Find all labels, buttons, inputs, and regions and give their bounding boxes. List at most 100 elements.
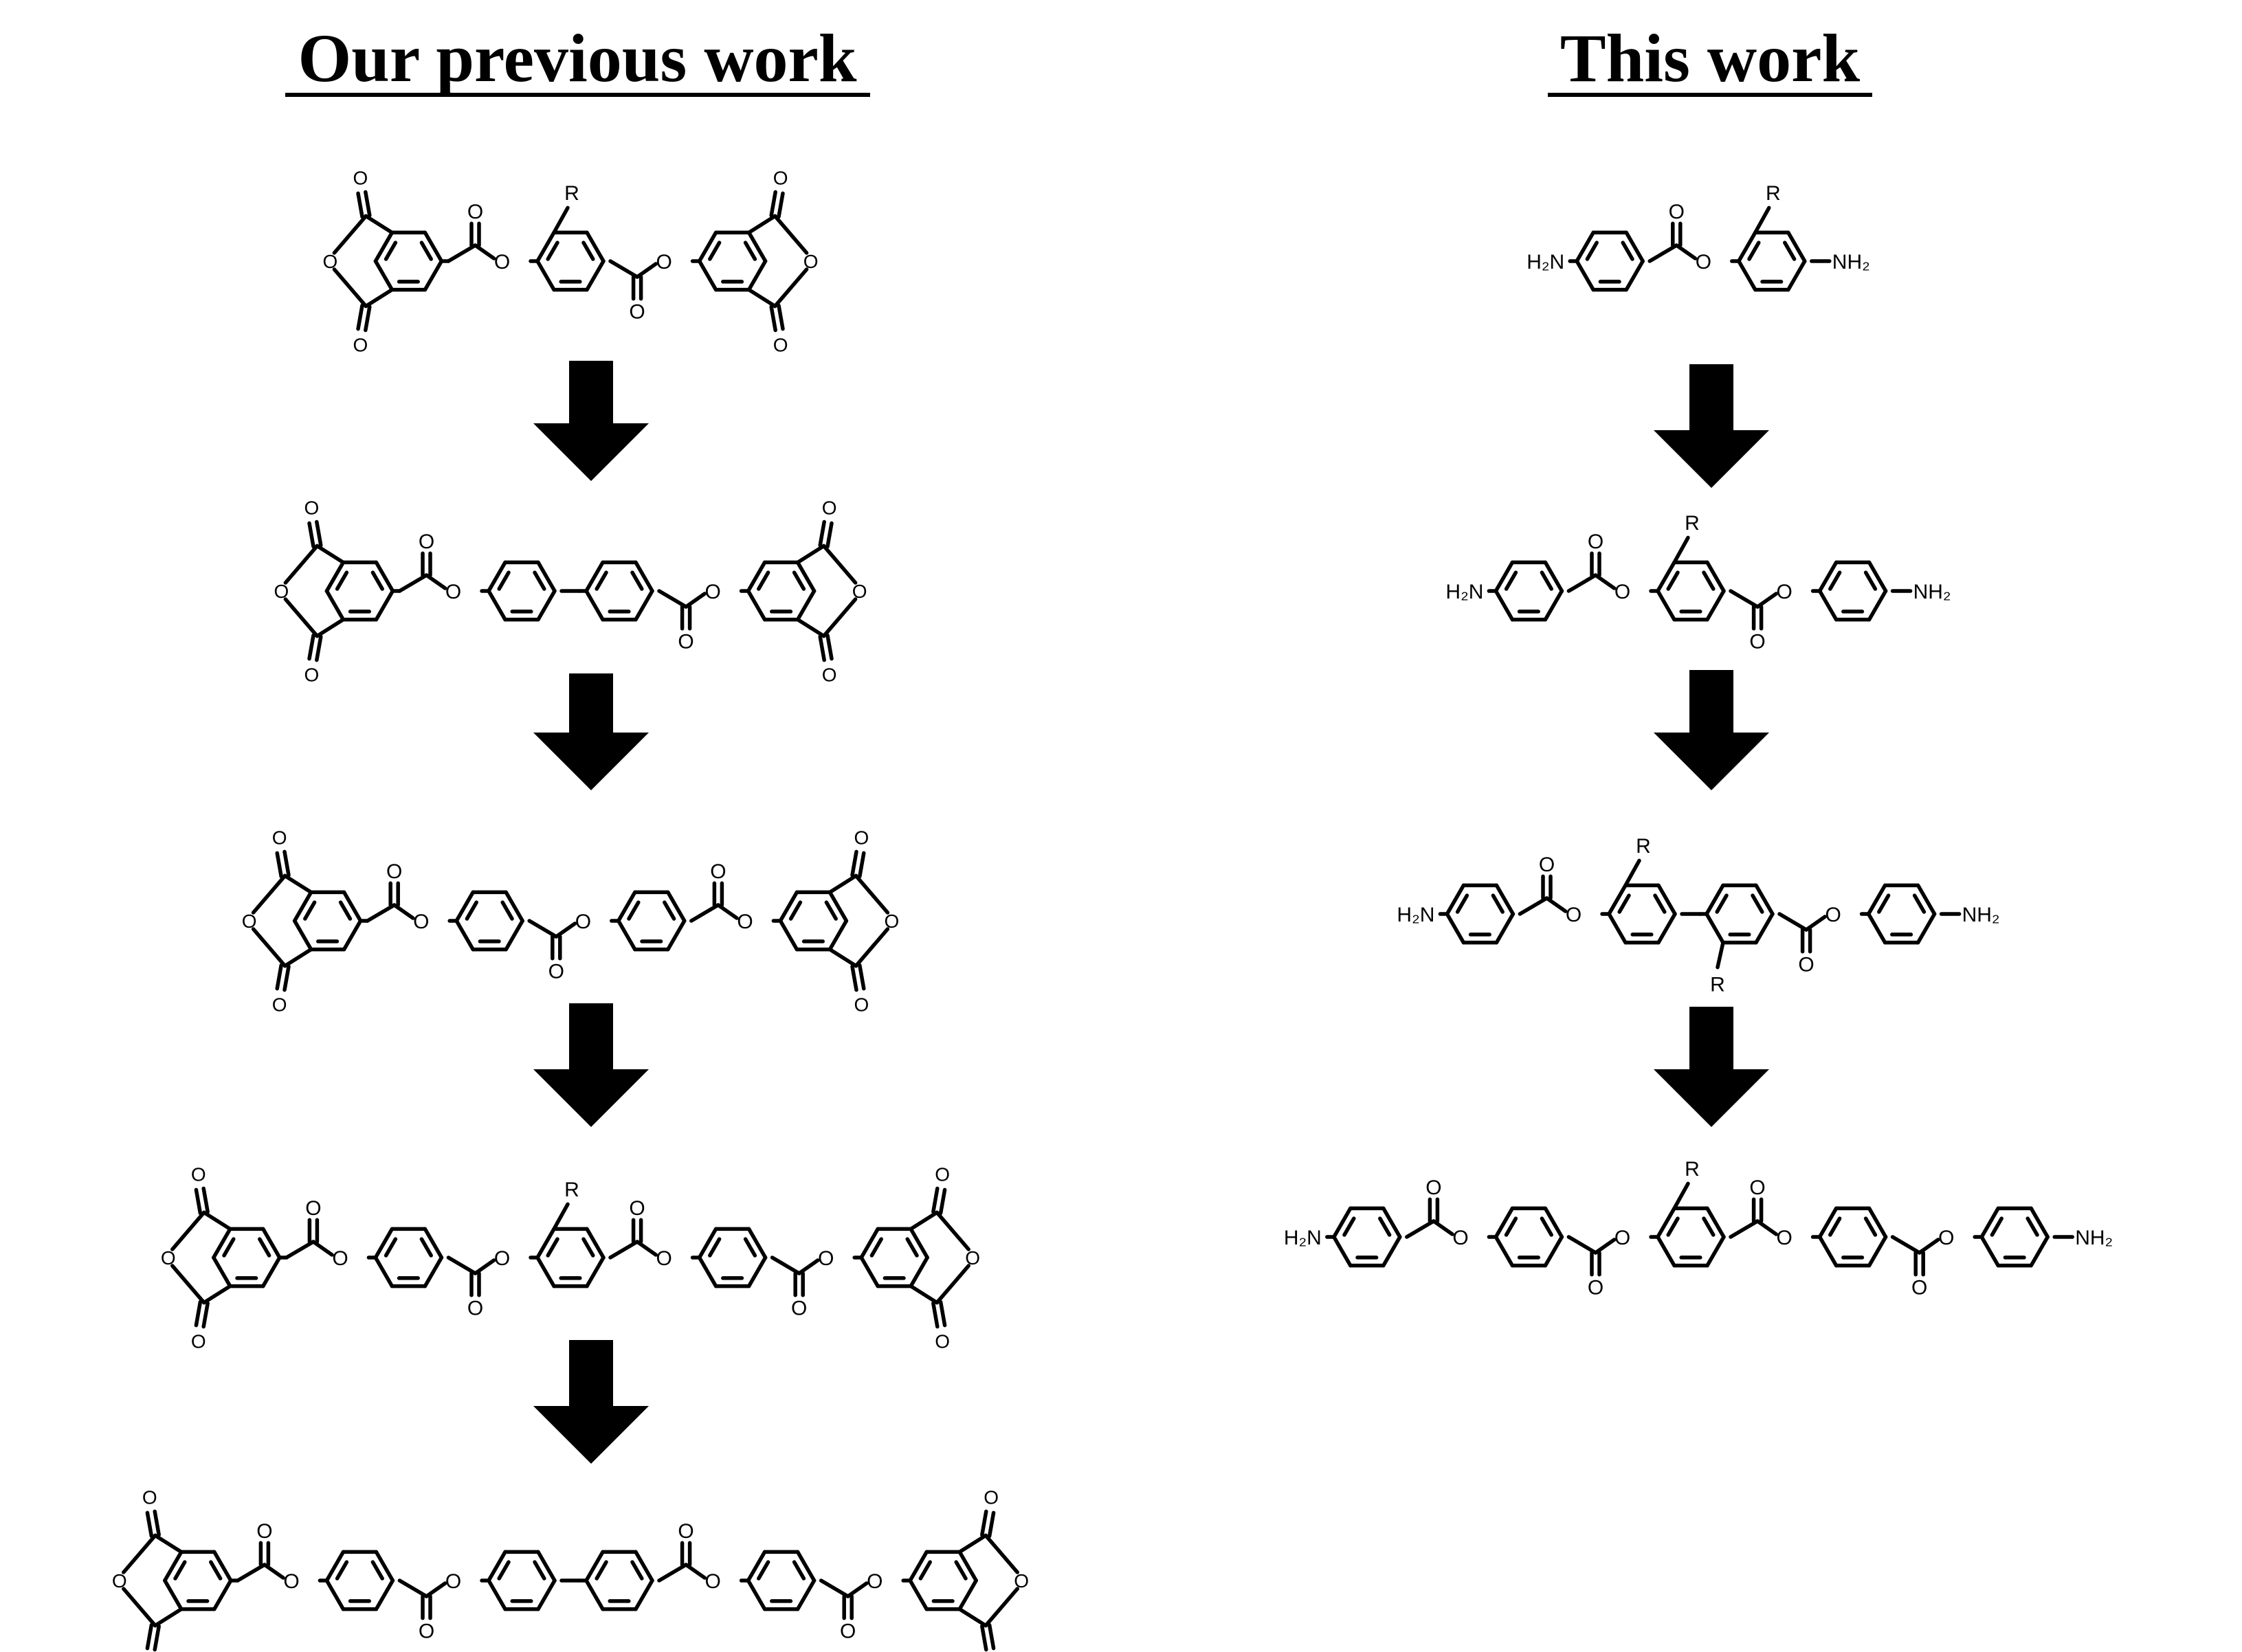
ester-linkage: OO	[1566, 1227, 1630, 1299]
anhydride-ring-bond	[746, 230, 768, 263]
phenylene-ring-bond	[487, 589, 507, 622]
anhydride-end-left: OOO	[323, 168, 451, 356]
substituent-bond	[1716, 940, 1725, 970]
anhydride-bond	[153, 1607, 184, 1628]
anhydride-carbonyl-bond	[364, 190, 372, 218]
phenylene-aromatic-bond	[595, 570, 608, 591]
ester-oxygen-label: O	[494, 1247, 510, 1270]
ester-bond	[1890, 1235, 1922, 1255]
ester-bond	[446, 1255, 478, 1275]
ester-bond	[1566, 573, 1598, 593]
reaction-arrows	[533, 361, 1769, 1464]
ester-linkage: OO	[446, 1247, 510, 1320]
anhydride-carbonyl-bond	[275, 963, 283, 991]
amine-end-right: NH₂	[2052, 1227, 2113, 1249]
carbonyl-oxygen-label: O	[305, 1197, 321, 1220]
phenylene-aromatic-bond	[757, 1560, 770, 1581]
ester-oxygen-label: O	[1614, 1227, 1630, 1249]
phenylene-ring-bond	[1817, 589, 1839, 622]
ester-bond	[1729, 589, 1760, 609]
phenylene-ring-bond	[1543, 1235, 1564, 1268]
phenylene-aromatic-bond	[1702, 570, 1716, 591]
phenylene-ring-bond	[584, 1578, 605, 1611]
anhydride-aromatic-bond	[743, 241, 757, 261]
phenylene-ring-bond	[454, 919, 475, 952]
ester-bond	[1593, 573, 1617, 590]
carbonyl-oxygen-label: O	[678, 631, 693, 654]
ester-linkage: OO	[236, 1520, 300, 1593]
anhydride-carbonyl-bond	[938, 1187, 947, 1216]
ester-bond	[1432, 1219, 1454, 1236]
phenylene-aromatic-bond	[1751, 893, 1764, 914]
ester-oxygen-label: O	[283, 1570, 299, 1593]
amine-nh2-label: NH₂	[1832, 251, 1870, 274]
ester-bond	[1755, 1219, 1778, 1236]
ester-oxygen-label: O	[818, 1247, 834, 1270]
phenylene-ring-bond	[1817, 1206, 1839, 1239]
phenylene-ring-bond	[374, 1550, 395, 1583]
ester-bond	[473, 243, 496, 260]
ester-bond	[1593, 1238, 1617, 1255]
anhydride-ring-bond	[957, 1550, 978, 1583]
phenylene-ring	[480, 560, 557, 622]
phenylene-ring-bond	[617, 890, 637, 923]
phenylene-aromatic-bond	[1491, 893, 1505, 914]
ester-linkage: OO	[1647, 201, 1711, 274]
phenylene-ring-bond	[324, 1550, 346, 1583]
anhydride-ring-bond	[859, 1255, 880, 1288]
anhydride-aromatic-bond	[303, 900, 317, 921]
phenylene-ring-bond	[423, 1255, 444, 1288]
carbonyl-oxygen-label: O	[1911, 1277, 1927, 1299]
anhydride-carbonyl-oxygen-label: O	[304, 665, 320, 686]
phenylene-ring-bond	[487, 1550, 507, 1583]
anhydride-ring-bond	[342, 890, 363, 923]
anhydride-ring-bond	[324, 560, 346, 593]
phenylene-ring-bond	[746, 1578, 767, 1611]
anhydride-ring-bond	[292, 890, 313, 923]
anhydride-carbonyl-oxygen-label: O	[935, 1164, 950, 1185]
phenylene-aromatic-bond	[1653, 893, 1667, 914]
anhydride-carbonyl-oxygen-label: O	[191, 1331, 206, 1352]
anhydride-ring-bond	[374, 589, 395, 622]
anhydride-bond	[935, 1264, 970, 1305]
ester-linkage: OO	[1405, 1176, 1469, 1249]
anhydride-carbonyl-bond	[825, 633, 834, 661]
anhydride-bond	[746, 287, 777, 309]
anhydride-carbonyl-bond	[356, 191, 364, 219]
anhydride-carbonyl-bond	[282, 964, 291, 992]
phenylene-ring-bond	[536, 560, 557, 593]
ester-bond	[608, 1240, 639, 1260]
carbonyl-oxygen-label: O	[1669, 201, 1685, 223]
anhydride-carbonyl-bond	[356, 303, 364, 331]
phenylene-ring	[1325, 1206, 1402, 1268]
ester-linkage: OO	[397, 531, 461, 603]
anhydride-aromatic-bond	[209, 1560, 223, 1581]
ester-bond	[424, 573, 447, 590]
phenylene-ring-bond	[634, 1550, 654, 1583]
phenylene-ring-bond	[504, 890, 524, 923]
anhydride-ring-bond	[828, 919, 849, 952]
substituent-r-label: R	[1685, 1158, 1700, 1181]
phenylene-ring-bond	[536, 1550, 557, 1583]
ester-linkage: OO	[1777, 904, 1841, 976]
anhydride-bond	[984, 1533, 1019, 1574]
phenylene-aromatic-bond	[1715, 893, 1729, 914]
anhydride-carbonyl-bond	[858, 963, 866, 991]
anhydride-bond	[283, 597, 320, 638]
amine-end-left: H₂N	[1527, 251, 1564, 274]
phenylene-ring-bond	[1867, 589, 1888, 622]
phenylene-ring-bond	[423, 1227, 444, 1260]
anhydride-carbonyl-bond	[850, 849, 858, 878]
ester-bond	[397, 1578, 429, 1598]
amine-h2n-label: H₂N	[1445, 581, 1483, 603]
anhydride-bond	[795, 617, 826, 638]
anhydride-oxygen-label: O	[965, 1247, 980, 1269]
anhydride-oxygen-label: O	[274, 581, 289, 602]
phenylene-ring-bond	[1656, 883, 1677, 916]
ester-bond	[684, 1563, 707, 1580]
phenylene-ring	[1973, 1206, 2050, 1268]
anhydride-ring-bond	[957, 1578, 978, 1611]
